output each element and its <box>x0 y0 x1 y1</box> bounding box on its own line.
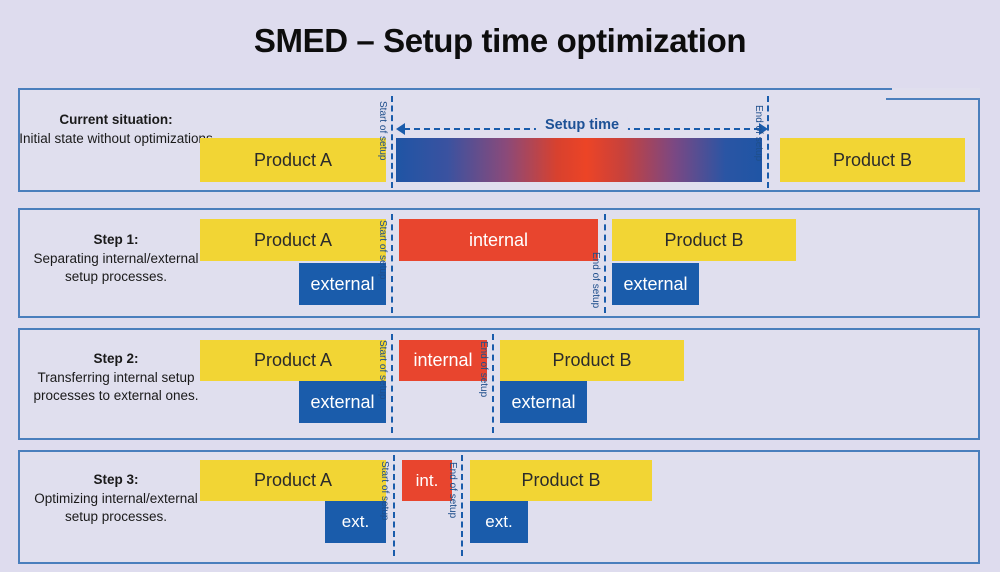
bar-internal: internal <box>399 340 487 381</box>
marker-end-of-setup-label: End of setup <box>447 462 458 519</box>
bar-external-right: ext. <box>470 501 528 543</box>
marker-start-of-setup-label: Start of setup <box>377 220 388 280</box>
caption-step-3: Step 3: Optimizing internal/external set… <box>18 471 214 525</box>
marker-start-of-setup <box>393 455 397 556</box>
bar-product-b: Product B <box>500 340 684 381</box>
bar-internal: internal <box>399 219 598 261</box>
marker-end-of-setup <box>604 214 608 313</box>
caption-body: Separating internal/external setup proce… <box>33 251 199 284</box>
bar-product-a: Product A <box>200 460 386 501</box>
marker-end-of-setup <box>767 96 771 188</box>
caption-step-1: Step 1: Separating internal/external set… <box>18 231 214 285</box>
bar-external-left: external <box>299 263 386 305</box>
row-current-situation-top-border-right <box>886 98 980 100</box>
arrow-head-right-icon <box>759 123 768 135</box>
bar-product-a: Product A <box>200 340 386 381</box>
page-title: SMED – Setup time optimization <box>253 22 747 59</box>
marker-start-of-setup-label: Start of setup <box>377 340 388 400</box>
arrow-head-left-icon <box>396 123 405 135</box>
marker-end-of-setup <box>492 334 496 433</box>
marker-start-of-setup-label: Start of setup <box>377 101 388 161</box>
row-current-situation-right-border <box>978 98 980 192</box>
caption-step-2: Step 2: Transferring internal setup proc… <box>18 350 214 404</box>
bar-external-right: external <box>500 381 587 423</box>
marker-end-of-setup-label: End of setup <box>478 341 489 398</box>
caption-body: Initial state without optimizations <box>19 131 213 147</box>
marker-start-of-setup-label: Start of setup <box>379 461 390 521</box>
marker-start-of-setup <box>391 334 395 433</box>
bar-product-a: Product A <box>200 138 386 182</box>
caption-current-situation: Current situation: Initial state without… <box>18 111 214 148</box>
caption-body: Optimizing internal/external setup proce… <box>34 491 198 524</box>
marker-end-of-setup-label: End of setup <box>753 105 764 162</box>
marker-start-of-setup <box>391 96 395 188</box>
marker-end-of-setup-label: End of setup <box>590 252 601 309</box>
bar-external-left: ext. <box>325 501 386 543</box>
caption-header: Step 2: <box>93 351 139 366</box>
bar-external-left: external <box>299 381 386 423</box>
setup-time-label: Setup time <box>535 117 629 133</box>
bar-product-b: Product B <box>612 219 796 261</box>
caption-body: Transferring internal setup processes to… <box>33 370 199 403</box>
marker-start-of-setup <box>391 214 395 313</box>
caption-header: Step 3: <box>93 472 139 487</box>
marker-end-of-setup <box>461 455 465 556</box>
caption-header: Current situation: <box>59 112 173 127</box>
bar-product-b: Product B <box>470 460 652 501</box>
setup-time-arrow: Setup time <box>396 117 768 136</box>
bar-external-right: external <box>612 263 699 305</box>
bar-product-b: Product B <box>780 138 965 182</box>
row-step-2 <box>18 328 980 440</box>
caption-header: Step 1: <box>93 232 139 247</box>
row-current-situation-top-border-left <box>18 88 892 90</box>
bar-product-a: Product A <box>200 219 386 261</box>
bar-internal: int. <box>402 460 452 501</box>
bar-setup-gradient <box>396 138 762 182</box>
